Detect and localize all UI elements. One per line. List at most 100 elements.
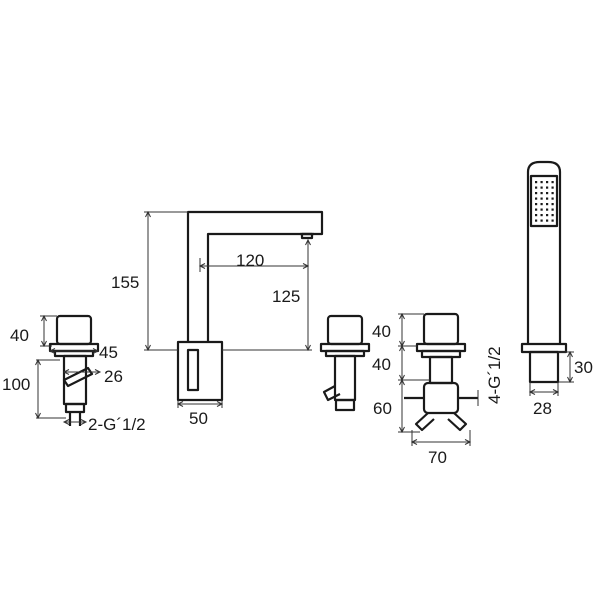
hand-shower <box>520 160 568 384</box>
spray-hole <box>551 203 554 206</box>
left-valve <box>48 314 100 426</box>
dimension-arrow <box>410 439 418 445</box>
diverter-collar-height-label: 40 <box>372 355 391 374</box>
holder-width-label: 28 <box>533 399 552 418</box>
dimension-arrow <box>552 389 560 395</box>
middle-valve <box>319 314 371 412</box>
spray-hole <box>540 214 543 217</box>
dimension-arrow <box>302 263 310 269</box>
diverter-valve <box>404 312 478 432</box>
left-valve-dimensions: 40 45 26 100 2-G´1/2 <box>2 314 146 434</box>
spray-hole <box>540 186 543 189</box>
dimension-arrow <box>305 344 311 352</box>
spray-hole <box>551 219 554 222</box>
spout-base-width-label: 50 <box>189 409 208 428</box>
spray-hole <box>546 197 549 200</box>
spray-hole <box>535 214 538 217</box>
spray-hole <box>551 214 554 217</box>
dimension-arrow <box>567 376 573 384</box>
spray-hole <box>535 186 538 189</box>
dimension-arrow <box>399 312 405 320</box>
spout-base <box>176 340 224 402</box>
left-body-height-label: 100 <box>2 375 30 394</box>
spray-hole <box>546 192 549 195</box>
dimension-arrow <box>176 401 184 407</box>
dimension-arrow <box>35 412 41 420</box>
diverter-inlet-right <box>447 412 468 432</box>
left-body-width-label: 45 <box>99 343 118 362</box>
dimension-arrow <box>41 314 47 322</box>
holder-height-label: 30 <box>574 358 593 377</box>
dimension-arrow <box>62 419 70 425</box>
dimension-arrow <box>216 401 224 407</box>
spray-hole <box>546 181 549 184</box>
diverter-body-height-label: 60 <box>373 399 392 418</box>
spout <box>176 210 324 402</box>
spray-hole <box>551 208 554 211</box>
spray-hole <box>540 181 543 184</box>
diverter-cap <box>422 312 460 346</box>
middle-valve-cap <box>326 314 364 346</box>
dimension-arrow <box>48 348 56 354</box>
spray-hole <box>540 219 543 222</box>
middle-valve-nut <box>334 398 356 412</box>
dimension-arrow <box>145 210 151 218</box>
left-thread-label: 2-G´1/2 <box>88 415 146 434</box>
dimension-arrow <box>567 350 573 358</box>
diverter-cap-height-label: 40 <box>372 322 391 341</box>
hand-shower-holder <box>528 350 560 384</box>
dimension-arrow <box>305 238 311 246</box>
dimension-arrow <box>528 389 536 395</box>
dimension-arrow <box>399 426 405 434</box>
diverter-stem <box>428 355 454 385</box>
hand-shower-handle <box>526 160 562 344</box>
spray-hole <box>535 203 538 206</box>
spray-hole <box>551 197 554 200</box>
diverter-thread-label: 4-G´1/2 <box>485 346 504 404</box>
dimension-arrow <box>145 344 151 352</box>
left-valve-cap <box>55 314 93 346</box>
diverter-body <box>422 381 460 415</box>
spout-reach-label: 120 <box>236 251 264 270</box>
spout-dimensions: 155 120 125 50 <box>111 210 312 428</box>
spray-hole <box>540 203 543 206</box>
dimension-arrow <box>198 263 206 269</box>
middle-valve-stem <box>333 354 357 402</box>
hand-shower-dimensions: 30 28 <box>528 350 593 418</box>
spray-hole <box>540 197 543 200</box>
spray-hole <box>546 203 549 206</box>
spray-hole <box>540 208 543 211</box>
spray-hole <box>535 181 538 184</box>
spout-base-slot <box>186 348 200 392</box>
spray-hole <box>535 197 538 200</box>
spray-hole <box>551 186 554 189</box>
spout-height-label: 155 <box>111 273 139 292</box>
spray-holes <box>535 181 554 222</box>
dimension-arrow <box>399 344 405 352</box>
left-valve-nut <box>64 402 86 414</box>
dimension-arrow <box>41 340 47 348</box>
dimension-arrow <box>399 378 405 386</box>
spout-body <box>186 210 324 342</box>
spray-hole <box>551 192 554 195</box>
spray-hole <box>540 192 543 195</box>
spray-hole <box>546 186 549 189</box>
middle-valve-inlet <box>322 385 341 402</box>
spray-hole <box>546 214 549 217</box>
hand-shower-head-frame <box>529 174 559 228</box>
left-valve-inlet <box>62 366 94 388</box>
dimension-arrow <box>80 419 88 425</box>
dimension-arrow <box>35 358 41 366</box>
diverter-dimensions: 40 40 60 70 4-G´1/2 <box>372 312 504 467</box>
spray-hole <box>551 181 554 184</box>
spray-hole <box>546 219 549 222</box>
dimension-arrow <box>92 348 100 354</box>
diverter-width-label: 70 <box>428 448 447 467</box>
dimension-arrow <box>464 439 472 445</box>
spray-hole <box>535 208 538 211</box>
left-stem-width-label: 26 <box>104 367 123 386</box>
spout-outlet-height-label: 125 <box>272 287 300 306</box>
spray-hole <box>546 208 549 211</box>
spray-hole <box>535 192 538 195</box>
